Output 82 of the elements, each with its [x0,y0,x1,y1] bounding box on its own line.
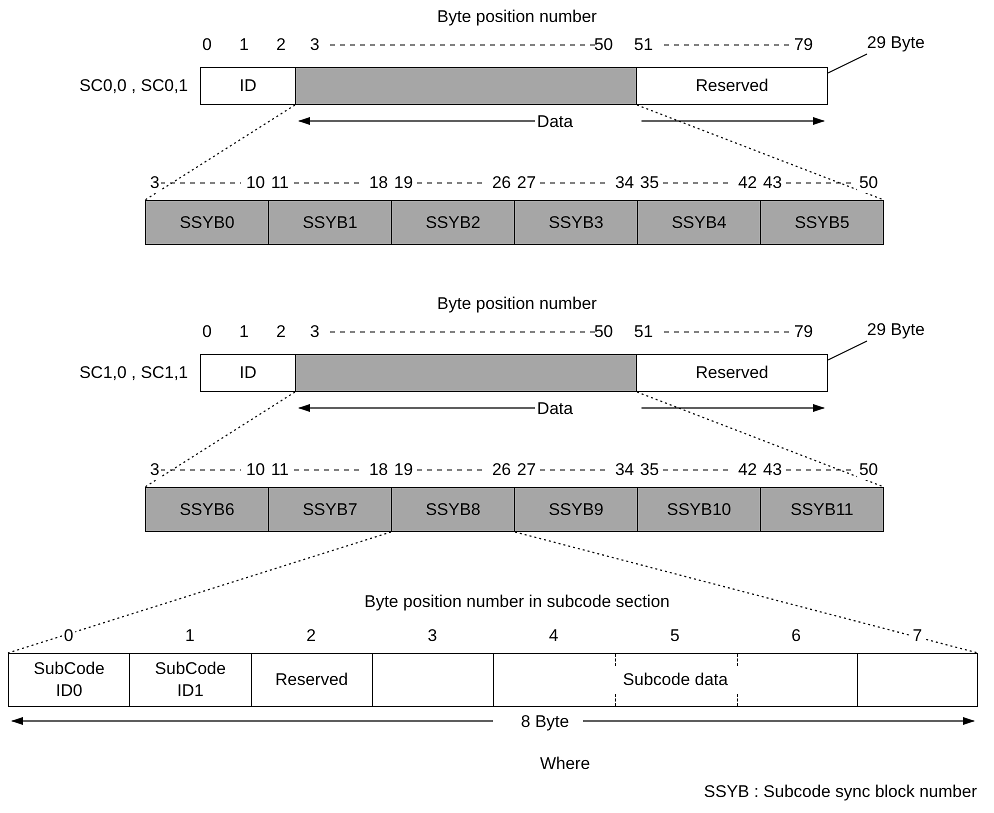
byte-number: 1 [239,35,249,55]
callout-label: 29 Byte [867,32,925,54]
row-label: SC0,0 , SC0,1 [79,76,188,96]
field-cell: SubCode ID1 [129,653,252,707]
byte-number: 51 [634,322,653,342]
field-cell: Reserved [250,653,373,707]
byte-number: 19 [394,460,413,480]
field-cell: SSYB0 [145,200,269,245]
byte-number: 2 [306,626,316,646]
dotted-expansion-line [144,104,296,200]
byte-number: 10 [246,173,265,193]
byte-number: 42 [738,173,757,193]
byte-number: 3 [148,173,162,193]
field-cell: ID [200,354,296,392]
byte-number: 79 [794,322,813,342]
byte-number: 3 [310,35,320,55]
field-cell: Subcode data [493,653,858,707]
byte-number: 18 [369,460,388,480]
byte-number: 6 [791,626,801,646]
byte-number: 18 [369,173,388,193]
byte-number: 34 [615,173,634,193]
byte-number: 79 [794,35,813,55]
byte-number: 35 [640,460,659,480]
field-cell: SSYB2 [391,200,515,245]
field-cell: SSYB5 [760,200,884,245]
byte-number: 42 [738,460,757,480]
heading: Byte position number in subcode section [364,592,670,612]
byte-number: 50 [857,460,880,480]
byte-number: 2 [276,35,286,55]
byte-number: 50 [594,322,613,342]
row-label: SC1,0 , SC1,1 [79,363,188,383]
byte-number: 3 [428,626,438,646]
field-cell: SSYB4 [637,200,761,245]
byte-number: 3 [148,460,162,480]
byte-number: 10 [246,460,265,480]
field-cell: SSYB7 [268,487,392,532]
byte-number: 11 [271,460,289,480]
field-cell: SSYB6 [145,487,269,532]
byte-number: 50 [857,173,880,193]
byte-number: 26 [492,460,511,480]
byte-number: 27 [517,173,536,193]
field-cell: SSYB9 [514,487,638,532]
field-cell: Reserved [636,67,828,105]
callout-label: 29 Byte [867,319,925,341]
byte-number: 27 [517,460,536,480]
dotted-expansion-line [636,104,884,201]
dotted-expansion-line [144,392,296,488]
field-cell: Reserved [636,354,828,392]
byte-number: 5 [670,626,680,646]
heading: Byte position number [437,294,597,314]
byte-number: 1 [185,626,195,646]
field-cell: SSYB8 [391,487,515,532]
field-cell: SSYB10 [637,487,761,532]
byte-number: 34 [615,460,634,480]
note: SSYB : Subcode sync block number [704,782,977,802]
byte-number: 35 [640,173,659,193]
byte-number: 3 [310,322,320,342]
dotted-expansion-line [636,391,884,488]
byte-number: 19 [394,173,413,193]
leader-line [828,53,868,74]
byte-number: 1 [239,322,249,342]
byte-number: 51 [634,35,653,55]
field-cell: SSYB1 [268,200,392,245]
field-cell: SSYB3 [514,200,638,245]
byte-number: 50 [594,35,613,55]
note-heading: Where [540,754,590,774]
field-cell: SubCode ID0 [8,653,130,707]
byte-number: 2 [276,322,286,342]
byte-number: 0 [202,35,212,55]
byte-number: 43 [763,460,782,480]
byte-number: 11 [271,173,289,193]
dotted-expansion-line [514,531,978,654]
field-cell: ID [200,67,296,105]
heading: Byte position number [437,7,597,27]
field-cell: SSYB11 [760,487,884,532]
byte-number: 4 [548,626,558,646]
byte-number: 26 [492,173,511,193]
byte-number: 0 [202,322,212,342]
dimension-label: 8 Byte [518,712,572,732]
byte-number: 43 [763,173,782,193]
leader-line [828,340,868,361]
dotted-expansion-line [8,531,392,654]
